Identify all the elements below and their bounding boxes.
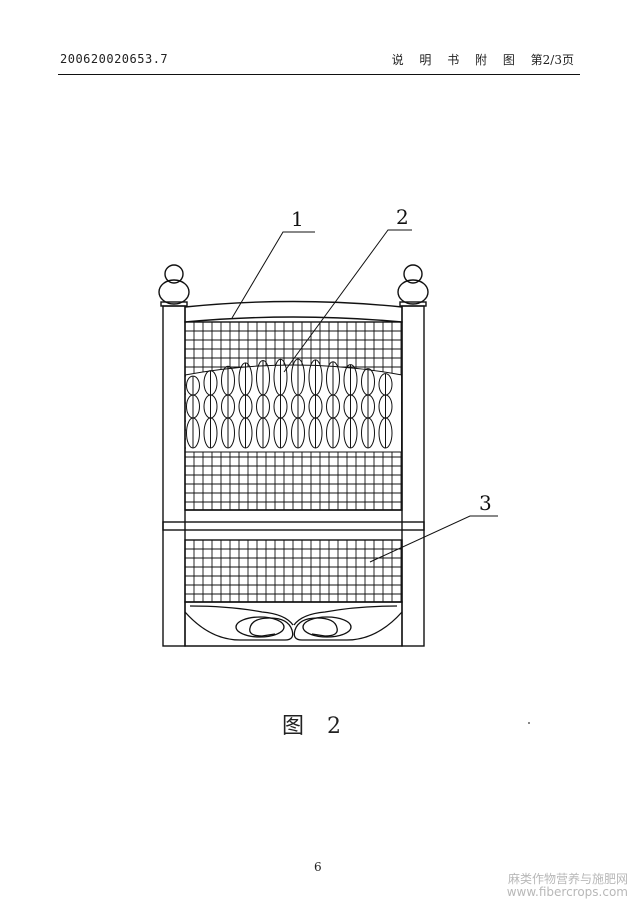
middle-rail: [162, 521, 425, 531]
scan-speck: [528, 722, 530, 724]
callout-leader-1: [231, 231, 315, 319]
callout-label-1: 1: [291, 207, 304, 231]
right-post: [401, 305, 425, 647]
left-post: [162, 305, 186, 647]
woven-band: [184, 364, 403, 453]
callout-leader-3: [369, 515, 498, 563]
header-application-number: 200620020653.7: [60, 52, 169, 66]
watermark: 麻类作物营养与施肥网 www.fibercrops.com: [507, 873, 628, 899]
header-section-title: 说 明 书 附 图: [391, 53, 521, 67]
woven-ovals: [186, 358, 393, 449]
callout-label-3: 3: [479, 491, 492, 515]
watermark-line-2: www.fibercrops.com: [506, 885, 628, 899]
watermark-line-1: 麻类作物营养与施肥网: [507, 872, 628, 886]
header-page-of-total: 第2/3页: [530, 53, 574, 67]
callout-label-2: 2: [396, 205, 409, 229]
page-number: 6: [314, 860, 322, 874]
right-post-finial: [397, 264, 429, 307]
left-post-finial: [158, 264, 190, 307]
header-rule: [58, 74, 580, 75]
top-rail: [184, 300, 403, 323]
bottom-apron: [184, 601, 403, 647]
callout-leader-2: [283, 229, 412, 373]
figure-caption: 图 2: [282, 714, 349, 739]
header-page-info: 说 明 书 附 图 第2/3页: [392, 51, 574, 68]
lower-grid: [185, 540, 402, 602]
scroll-carving: [184, 605, 403, 641]
